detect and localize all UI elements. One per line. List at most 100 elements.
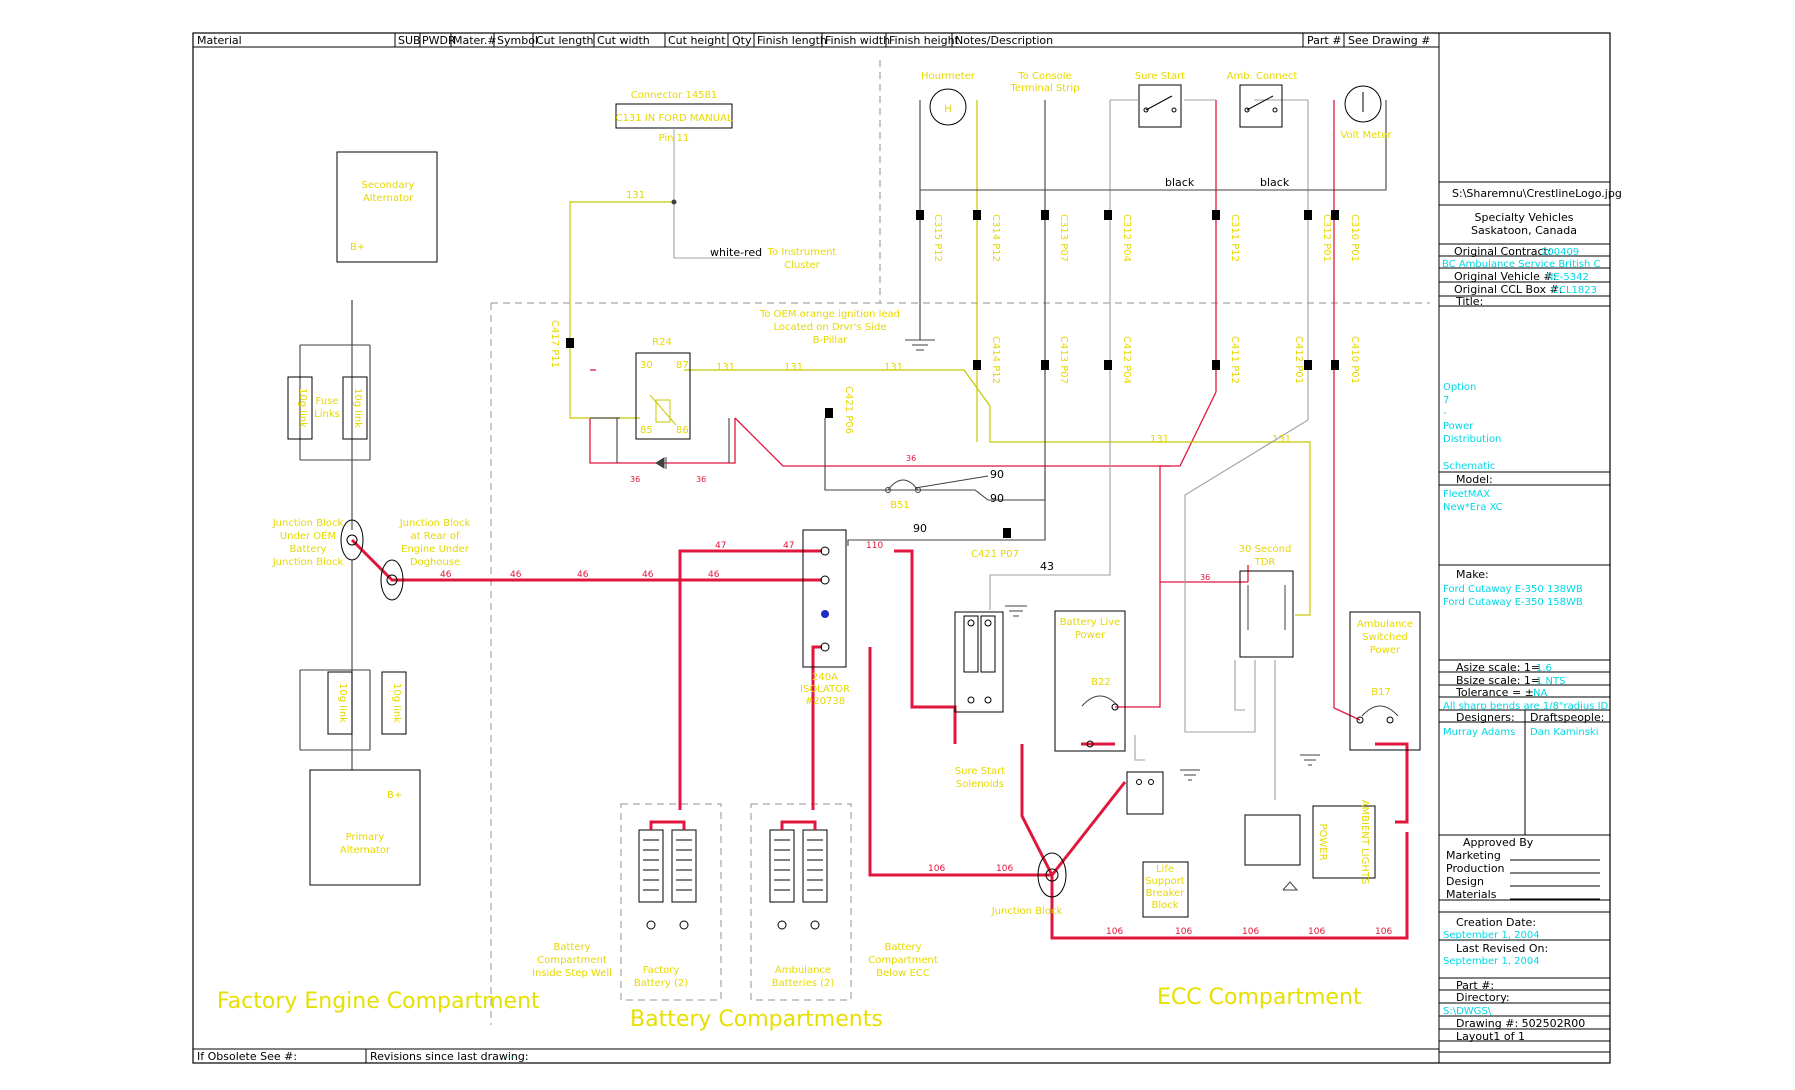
wire-black-label: black — [1260, 176, 1290, 189]
secondary-alternator-label: Secondary — [362, 180, 415, 191]
life-support-label: Support — [1145, 876, 1185, 887]
header-col: Symbol — [497, 34, 538, 47]
connector-pins — [566, 210, 1339, 538]
wire-num: 106 — [928, 864, 945, 874]
pin-87: 87 — [676, 360, 689, 371]
wire-num: 46 — [577, 570, 589, 580]
b17-label: B17 — [1371, 687, 1391, 698]
make-label: Make: — [1456, 568, 1489, 581]
title-line: Distribution — [1443, 434, 1501, 445]
directory-value: S:\DWGS\ — [1443, 1006, 1492, 1017]
connector-title: Connector 14581 — [631, 90, 718, 101]
volt-meter: Volt Meter — [1340, 85, 1392, 141]
hourmeter-label: Hourmeter — [921, 71, 976, 82]
wire-num: 131 — [1272, 434, 1291, 445]
factory-battery-label: Battery (2) — [634, 978, 688, 989]
connector-labels-mid: C414 P12 C413 P07 C412 P04 C411 P12 C412… — [549, 320, 1360, 560]
wire-num: 90 — [913, 522, 927, 535]
wire-num: 47 — [715, 541, 726, 551]
obsolete-label: If Obsolete See #: — [197, 1050, 297, 1063]
approval-row: Materials — [1446, 888, 1497, 901]
fuse-link-value: 10g link — [297, 388, 308, 428]
original-vehicle-label: Original Vehicle #: — [1454, 270, 1556, 283]
battery-live-power: Battery Live Power B22 — [1054, 610, 1126, 752]
sure-start-label: Sure Start — [1135, 71, 1185, 82]
original-contract-label: Original Contract: — [1454, 245, 1552, 258]
zone-battery-label: Battery Compartments — [630, 1007, 883, 1032]
connector-label: C313 P07 — [1058, 214, 1069, 262]
header-col: Qty — [732, 34, 752, 47]
life-support-label: Block — [1151, 900, 1178, 911]
sure-start-solenoids-label: Sure Start — [955, 766, 1005, 777]
bplus-label: B+ — [387, 790, 402, 801]
amb-switched-label: Power — [1370, 645, 1401, 656]
yellow-wires — [569, 100, 1311, 616]
bsize-value: 1 NTS — [1536, 676, 1565, 687]
to-console-label: Terminal Strip — [1010, 83, 1080, 94]
wire-num: 46 — [642, 570, 654, 580]
company-line1: Specialty Vehicles — [1474, 211, 1573, 224]
isolator-label: #20738 — [805, 696, 845, 707]
jb-oem-label: Junction Block — [272, 557, 344, 568]
batt-comp-below-label: Compartment — [868, 955, 938, 966]
connector-label: C310 P01 — [1349, 214, 1360, 262]
original-contract-value: 200409 — [1541, 247, 1579, 258]
layout-label: Layout1 of 1 — [1456, 1030, 1525, 1043]
to-oem-label: Located on Drvr's Side — [774, 322, 887, 333]
life-support-label: Life — [1156, 864, 1174, 875]
to-instrument-label: To Instrument — [767, 247, 837, 258]
junction-block-oem: Junction Block Under OEM Battery Junctio… — [272, 518, 364, 568]
wire-num: 106 — [1175, 927, 1192, 937]
wire-numbers: 131 131 131 131 131 131 90 90 90 43 36 3… — [440, 176, 1392, 937]
model-line: FleetMAX — [1443, 489, 1490, 500]
secondary-alternator: Secondary Alternator B+ — [336, 151, 438, 263]
b22-label: B22 — [1091, 677, 1111, 688]
wire-num: 90 — [990, 468, 1004, 481]
approval-row: Marketing — [1446, 849, 1501, 862]
wire-num: 46 — [510, 570, 522, 580]
revisions-value: -- — [507, 1052, 515, 1063]
title-line: Option — [1443, 382, 1476, 393]
batt-comp-inside-label: Compartment — [537, 955, 607, 966]
tdr-label: TDR — [1254, 557, 1276, 568]
approval-row: Production — [1446, 862, 1505, 875]
ambulance-batteries-label: Batteries (2) — [772, 978, 835, 989]
header-col: SUB — [398, 34, 421, 47]
sure-start-solenoids: Sure Start Solenoids — [954, 611, 1005, 790]
battery-live-label: Battery Live — [1060, 617, 1121, 628]
zone-factory-label: Factory Engine Compartment — [217, 989, 540, 1014]
relay-power-label: POWER — [1317, 823, 1328, 860]
header-col: Material — [197, 34, 242, 47]
connector-box-label: C131 IN FORD MANUAL — [616, 113, 733, 124]
fuse-link-value: 10g link — [352, 388, 363, 428]
wire-num: 131 — [1150, 434, 1169, 445]
header-col: Finish length — [757, 34, 827, 47]
wire-white-red-label: white-red — [710, 246, 762, 259]
make-line: Ford Cutaway E-350 158WB — [1443, 597, 1583, 608]
header-col: Part # — [1307, 34, 1341, 47]
battery-live-label: Power — [1075, 630, 1106, 641]
connector-labels-top: C315 P12 C314 P12 C313 P07 C312 P04 C311… — [932, 214, 1360, 262]
designers-value: Murray Adams — [1443, 727, 1515, 738]
amb-switched-label: Ambulance — [1357, 619, 1413, 630]
wire-num: 106 — [1375, 927, 1392, 937]
ambulance-switched-power: Ambulance Switched Power B17 — [1349, 611, 1421, 751]
volt-meter-label: Volt Meter — [1340, 130, 1392, 141]
title-line: Power — [1443, 421, 1474, 432]
connector-label: C315 P12 — [932, 214, 943, 262]
logo-path: S:\Sharemnu\CrestlineLogo.jpg — [1452, 187, 1622, 200]
r24-label: R24 — [652, 337, 672, 348]
customer-name: BC Ambulance Service British C — [1442, 259, 1600, 270]
pin-86: 86 — [676, 425, 689, 436]
primary-alternator: Primary Alternator B+ — [309, 769, 421, 886]
make-line: Ford Cutaway E-350 138WB — [1443, 584, 1583, 595]
fuse-link-label: Links — [314, 409, 340, 420]
relay-ambient-label: AMBIENT LIGHTS — [1359, 800, 1370, 885]
wire-num: 36 — [1200, 573, 1210, 582]
draftspeople-value: Dan Kaminski — [1530, 727, 1599, 738]
approval-row: Design — [1446, 875, 1484, 888]
header-col: Cut height — [668, 34, 726, 47]
connector-label: C412 P01 — [1293, 336, 1304, 384]
life-support-label: Breaker — [1146, 888, 1186, 899]
jb-oem-label: Junction Block — [272, 518, 344, 529]
